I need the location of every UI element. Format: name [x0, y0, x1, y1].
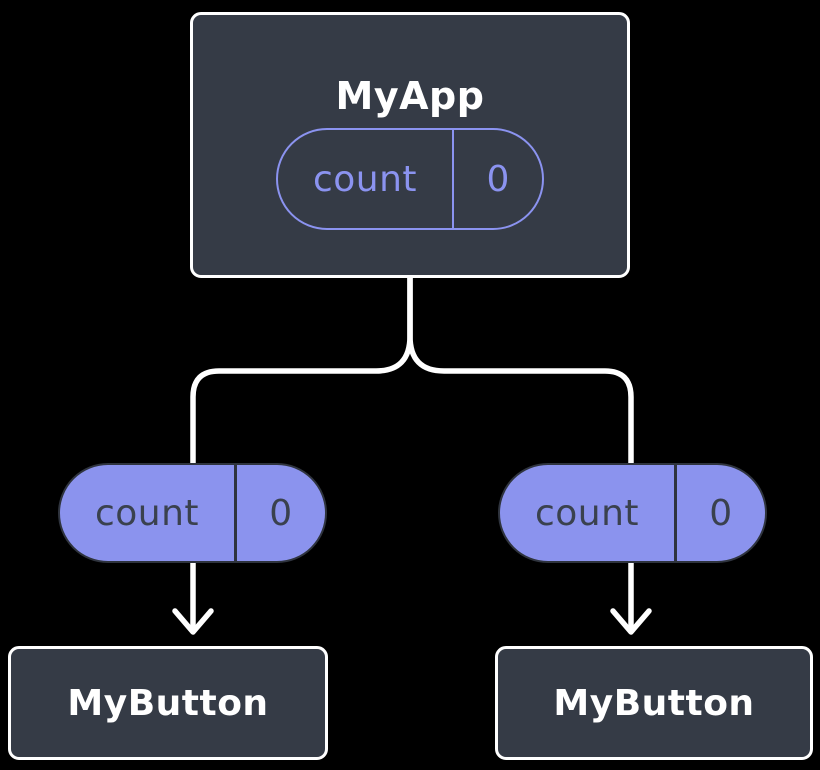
- prop-pill-left-name: count: [94, 492, 200, 534]
- state-pill-value: 0: [486, 158, 510, 200]
- prop-pill-left: count 0: [58, 463, 327, 563]
- child-component-node-right: MyButton: [495, 646, 813, 760]
- state-pill: count 0: [276, 128, 544, 230]
- fork-branch-left: [190, 274, 413, 631]
- prop-pill-left-value: 0: [269, 492, 293, 534]
- child-component-title-right: MyButton: [553, 682, 755, 724]
- fork-branch-right: [407, 274, 634, 631]
- prop-pill-right-value: 0: [709, 492, 733, 534]
- arrowhead-right-icon: [610, 608, 652, 635]
- prop-pill-right-divider: [674, 465, 677, 561]
- arrowhead-left-icon: [172, 608, 214, 635]
- child-component-node-left: MyButton: [8, 646, 328, 760]
- prop-pill-left-divider: [234, 465, 237, 561]
- state-pill-divider: [452, 130, 454, 228]
- prop-pill-right-name: count: [534, 492, 640, 534]
- child-component-title-left: MyButton: [67, 682, 269, 724]
- prop-pill-right: count 0: [498, 463, 767, 563]
- state-pill-name: count: [312, 158, 418, 200]
- root-component-node: MyApp count 0: [190, 12, 630, 278]
- root-component-title: MyApp: [335, 74, 485, 118]
